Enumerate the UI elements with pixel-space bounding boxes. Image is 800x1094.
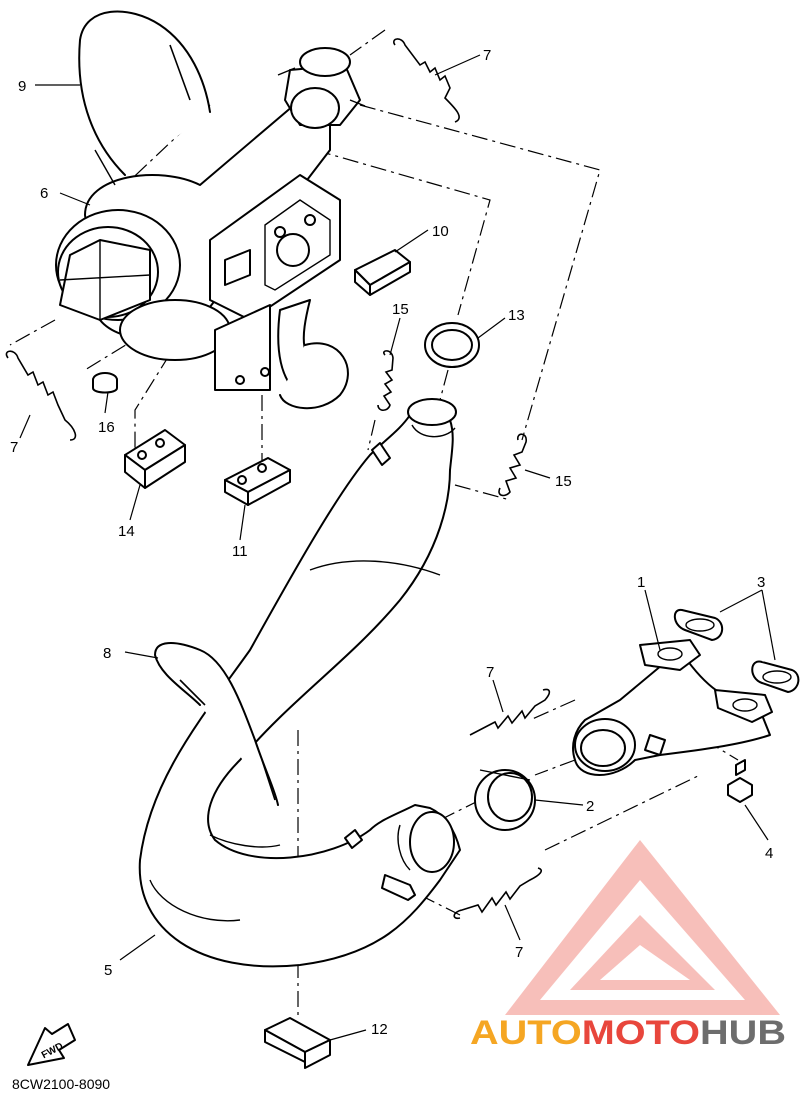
callout-14: 14 (118, 523, 135, 540)
callout-8: 8 (103, 645, 111, 662)
callout-13: 13 (508, 307, 525, 324)
leader-lines (19, 54, 776, 1041)
band-9 (78, 10, 211, 186)
callout-15-right: 15 (555, 473, 572, 490)
watermark-part-auto: AUTO (470, 1014, 582, 1052)
callout-numbers: 9 7 6 10 13 15 7 16 15 14 11 1 3 8 7 2 4… (10, 47, 773, 1038)
callout-10: 10 (432, 223, 449, 240)
spring-7-left (5, 350, 77, 441)
silencer (55, 97, 349, 410)
callout-7-mid: 7 (486, 664, 494, 681)
damper-14 (124, 429, 186, 489)
callout-16: 16 (98, 419, 115, 436)
fwd-arrow-icon: FWD (27, 1023, 76, 1066)
callout-6: 6 (40, 185, 48, 202)
spring-7-mid (469, 688, 551, 736)
gasket-3-lower (751, 660, 800, 693)
exhaust-manifold (572, 639, 773, 776)
watermark-logo-icon (505, 840, 780, 1015)
watermark-part-moto: MOTO (582, 1014, 700, 1052)
callout-5: 5 (104, 962, 112, 979)
silencer-joint (277, 47, 366, 129)
callout-2: 2 (586, 798, 594, 815)
diagram-code: 8CW2100-8090 (12, 1076, 110, 1092)
callout-7-bottom: 7 (515, 944, 523, 961)
callout-3: 3 (757, 574, 765, 591)
watermark-part-hub: HUB (700, 1014, 786, 1052)
gasket-3-upper (673, 608, 724, 641)
bolt-16 (92, 372, 118, 394)
gasket-2 (474, 769, 536, 831)
bolt-4 (727, 759, 753, 803)
callout-15-left: 15 (392, 301, 409, 318)
gasket-13 (424, 322, 480, 368)
exhaust-pipe (138, 398, 461, 968)
callout-7-left: 7 (10, 439, 18, 456)
callout-12: 12 (371, 1021, 388, 1038)
callout-4: 4 (765, 845, 773, 862)
callout-1: 1 (637, 574, 645, 591)
damper-10 (354, 249, 411, 296)
damper-12 (264, 1017, 331, 1069)
spring-15-left (377, 350, 394, 412)
callout-9: 9 (18, 78, 26, 95)
spring-15-right (498, 433, 527, 497)
spring-7-top (393, 38, 460, 123)
band-8 (154, 642, 279, 806)
damper-11 (224, 457, 291, 506)
callout-11: 11 (232, 543, 248, 560)
callout-7-top: 7 (483, 47, 491, 64)
spring-7-bottom (453, 867, 542, 920)
